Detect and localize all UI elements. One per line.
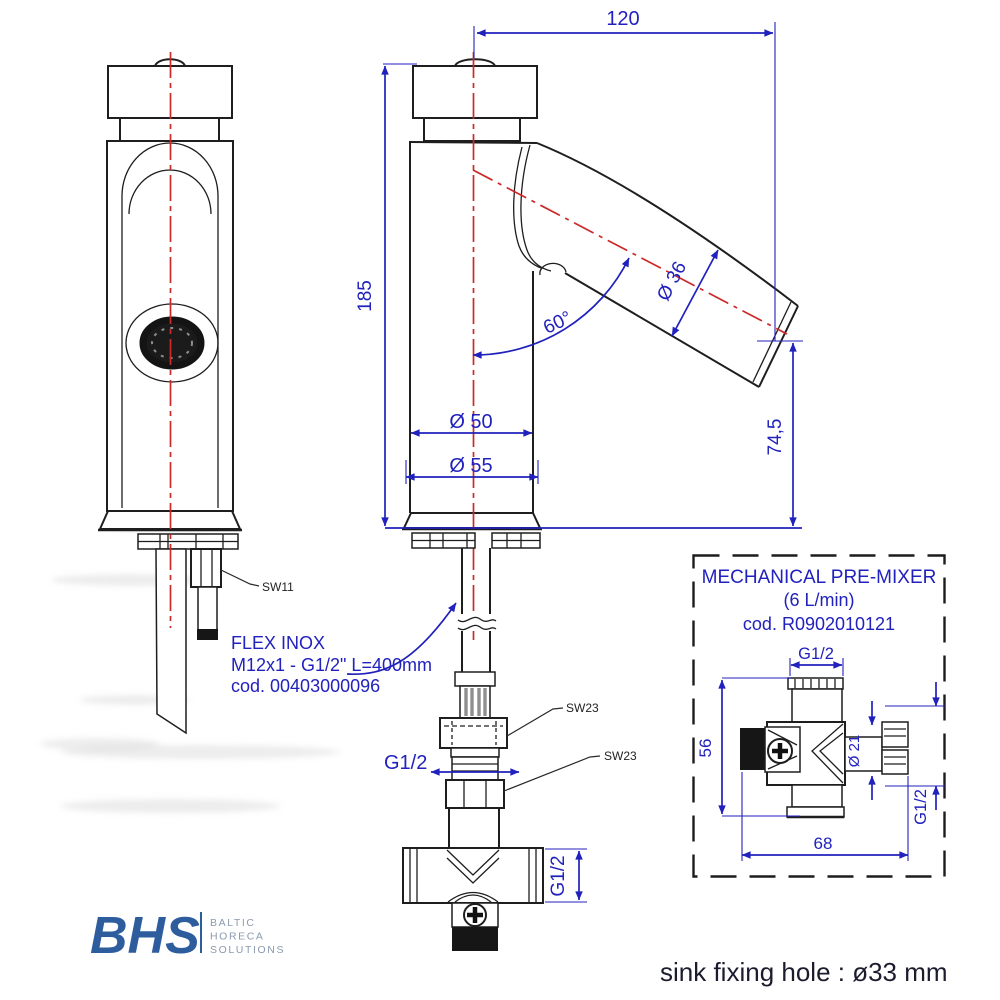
dim-120-text: 120 <box>606 8 639 30</box>
side-pushbutton-dome <box>454 58 496 67</box>
side-thread-collar <box>451 756 499 781</box>
sw23-lower-leader <box>503 755 601 792</box>
premixer-bottom-pipe <box>791 784 843 808</box>
side-hex-nut-lower <box>445 779 505 809</box>
premixer-dim-g12-right-text: G1/2 <box>912 789 930 825</box>
premixer-chevron-inner <box>819 732 844 775</box>
dim-d50-text: Ø 50 <box>449 411 492 433</box>
dim-d55-text: Ø 55 <box>449 455 492 477</box>
premixer-right-connector-upper <box>881 721 909 748</box>
front-view: SW11 <box>98 52 294 735</box>
sw11-label: SW11 <box>262 580 294 594</box>
premixer-dim-d21-text: Ø 21 <box>846 735 863 768</box>
premixer-chevron-outer <box>811 723 844 784</box>
side-spout-tip-face <box>758 305 799 388</box>
bhs-logo-word-baltic: BALTIC <box>210 917 256 929</box>
side-view: SW23 SW23 FLEX INOX M12x1 - G1/2" L=400m… <box>231 8 803 951</box>
side-premixer-chevron-inner <box>446 857 500 884</box>
premixer-dim-68-text: 68 <box>814 834 833 853</box>
sw23-upper-leader <box>506 707 564 737</box>
dim-185-text: 185 <box>355 280 376 312</box>
side-pushbutton-cap <box>412 65 538 119</box>
side-spout-top-edge <box>536 142 799 307</box>
front-neck <box>119 117 220 142</box>
side-hose-break-lower <box>457 624 497 631</box>
bhs-logo-word-horeca: HORECA <box>210 931 265 943</box>
side-premixer-arc-outer <box>447 891 499 903</box>
flex-note-line3: cod. 00403000096 <box>231 676 380 696</box>
side-hose-collar <box>454 671 496 687</box>
flex-note-leader-arrow <box>346 602 457 675</box>
side-spout-centerline <box>472 169 788 335</box>
side-thread-neck <box>450 747 500 758</box>
bhs-logo: BHS BALTIC HORECA SOLUTIONS <box>90 907 285 965</box>
premixer-right-connector-lower <box>881 749 909 775</box>
dim-745-text: 74,5 <box>765 419 786 456</box>
front-stud-tip <box>197 629 218 640</box>
front-flex-hose <box>155 548 187 735</box>
premixer-flow-rate: (6 L/min) <box>783 590 854 610</box>
premixer-top-pipe <box>791 688 843 723</box>
premixer-right-stem <box>844 736 883 772</box>
front-aerator <box>139 316 205 370</box>
sw23-upper-label: SW23 <box>566 701 599 715</box>
side-premixer-cap-black <box>452 927 498 951</box>
dim-g12-inlet-text: G1/2 <box>384 752 427 774</box>
sw23-lower-label: SW23 <box>604 749 637 763</box>
front-outlet-outer-ring <box>125 303 219 383</box>
flex-note-line1: FLEX INOX <box>231 633 325 653</box>
side-spout-tip-inner <box>752 301 792 383</box>
dim-g12-outlet-text: G1/2 <box>548 855 569 896</box>
premixer-knob-black <box>740 728 767 770</box>
dim-d36-line <box>671 249 719 337</box>
premixer-code: cod. R0902010121 <box>743 614 895 634</box>
bhs-logo-abbr: BHS <box>90 907 200 965</box>
premixer-title: MECHANICAL PRE-MIXER <box>702 567 937 588</box>
front-fixing-stud <box>197 586 218 632</box>
sw11-leader-line <box>220 569 260 587</box>
flex-note-line2: M12x1 - G1/2" L=400mm <box>231 655 432 675</box>
side-premixer-inlet-pipe <box>448 807 500 849</box>
front-aerator-texture <box>151 327 193 359</box>
side-neck <box>423 117 521 142</box>
side-premixer-chevron-outer <box>446 849 500 876</box>
sink-fixing-hole-note: sink fixing hole : ø33 mm <box>660 957 948 987</box>
bhs-logo-word-solutions: SOLUTIONS <box>210 944 285 956</box>
front-fixing-nut <box>190 548 222 588</box>
premixer-box-border <box>692 554 946 878</box>
premixer-dim-g12-top-text: G1/2 <box>798 645 834 663</box>
side-base-skirt <box>402 512 542 529</box>
side-hose-break-upper <box>457 616 497 623</box>
side-premixer-arc-inner <box>454 894 492 903</box>
side-hex-nut-upper <box>439 717 508 749</box>
premixer-detail-box: MECHANICAL PRE-MIXER (6 L/min) cod. R090… <box>692 554 946 878</box>
dim-60deg-arc <box>472 257 630 359</box>
premixer-dim-56-text: 56 <box>696 739 715 758</box>
